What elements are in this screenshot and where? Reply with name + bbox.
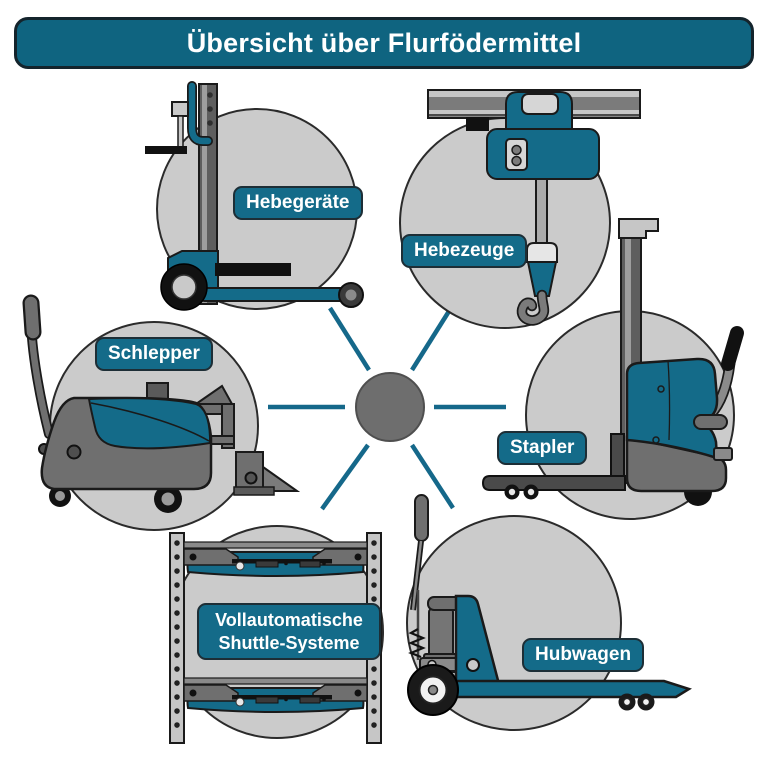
hebezeuge-illustration [399,89,641,329]
shuttle-carriage-icon [183,541,368,578]
hubwagen-illustration [406,494,692,731]
label-stapler: Stapler [497,431,588,465]
label-hebegeraete: Hebegeräte [233,186,363,220]
hook-icon [516,289,550,326]
spoke-upper-right [410,306,453,372]
hub-and-spokes [268,306,506,511]
label-schlepper: Schlepper [95,337,213,371]
lift-device-icon [145,81,364,311]
tow-tractor-icon [22,294,301,513]
label-hebezeuge: Hebezeuge [401,234,528,268]
page-title: Übersicht über Flurfödermittel [14,17,754,69]
spoke-lower-left [320,443,370,511]
label-hubwagen: Hubwagen [522,638,645,672]
page-title-text: Übersicht über Flurfödermittel [186,27,582,58]
pallet-truck-icon [407,494,692,716]
stapler-illustration [481,218,744,520]
pallet-stacker-icon [481,218,744,506]
label-shuttle-systeme: Vollautomatische Shuttle-Systeme [197,603,381,660]
hub-circle [355,372,425,442]
schlepper-illustration [22,294,301,531]
spoke-upper-left [328,306,371,372]
chain-hoist-icon [427,89,641,326]
spoke-lower-right [410,443,455,510]
